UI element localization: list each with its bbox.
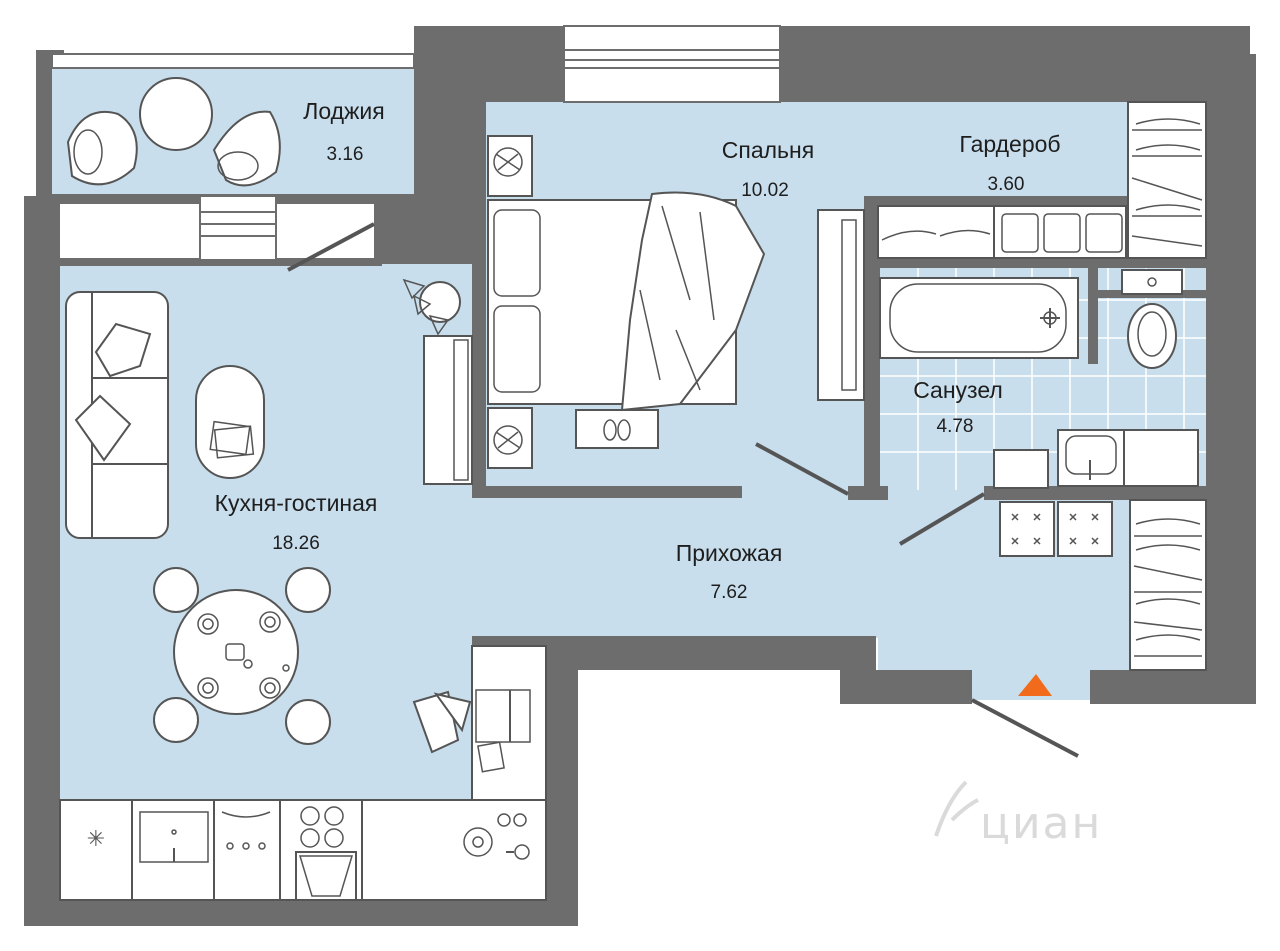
loggia-glazing <box>51 53 415 69</box>
door-entrance <box>971 698 1079 758</box>
room-area-wardrobe: 3.60 <box>988 174 1025 195</box>
nightstand-icon <box>487 407 533 469</box>
shoe-cabinet-icon <box>999 501 1113 557</box>
room-area-kitchen-living: 18.26 <box>272 533 320 554</box>
round-table-icon <box>139 77 213 151</box>
room-name-loggia: Лоджия <box>303 98 385 124</box>
tv-unit-icon <box>423 335 473 485</box>
office-chair-icon <box>412 690 472 754</box>
room-name-hallway: Прихожая <box>676 540 783 566</box>
fridge-icon: ✳ <box>87 827 105 852</box>
room-name-wardrobe: Гардероб <box>959 131 1060 157</box>
hanger-rack-icon <box>1129 499 1207 671</box>
closet-icon <box>817 209 865 401</box>
kettle-icon <box>463 813 530 860</box>
watermark-text: циан <box>980 798 1102 849</box>
loggia-furniture <box>66 77 281 187</box>
chair-icon <box>285 699 331 745</box>
entrance-arrow-icon <box>1018 674 1052 696</box>
stove-icon <box>295 806 357 901</box>
dishwasher-icon <box>221 811 271 850</box>
chair-icon <box>153 567 199 613</box>
watermark: циан <box>934 780 1102 849</box>
door-loggia <box>287 222 375 272</box>
cian-logo-icon <box>934 780 979 837</box>
sink-icon <box>139 811 209 863</box>
wardrobe-shelf <box>877 205 1127 259</box>
sofa-icon <box>65 291 169 539</box>
nightstand-icon <box>487 135 533 197</box>
chair-icon <box>153 697 199 743</box>
desk-icon <box>471 645 547 801</box>
bed-icon <box>487 191 766 412</box>
washing-machine-icon <box>993 449 1049 489</box>
toilet-icon <box>1121 269 1183 369</box>
armchair-icon <box>66 110 138 186</box>
window-loggia <box>199 195 277 261</box>
hanger-rack-icon <box>1127 101 1207 259</box>
room-area-bathroom: 4.78 <box>937 416 974 437</box>
plant-icon <box>402 278 461 336</box>
dining-table-icon <box>153 567 331 745</box>
armchair-icon <box>212 110 281 187</box>
room-area-loggia: 3.16 <box>327 144 364 165</box>
room-area-bedroom: 10.02 <box>741 180 789 201</box>
room-name-bedroom: Спальня <box>722 137 814 163</box>
coffee-table-icon <box>195 365 265 479</box>
rug-slippers-icon <box>575 409 659 449</box>
window-top <box>563 25 781 103</box>
room-labels: Лоджия 3.16 Спальня 10.02 Гардероб 3.60 … <box>215 98 1061 603</box>
door-bedroom <box>755 442 849 496</box>
walls <box>24 26 1256 926</box>
doors <box>287 222 1079 758</box>
door-bathroom <box>898 492 986 546</box>
chair-icon <box>285 567 331 613</box>
room-name-bathroom: Санузел <box>913 377 1003 403</box>
kitchen-counter: ✳ <box>59 799 547 901</box>
windows <box>51 25 781 261</box>
room-name-kitchen-living: Кухня-гостиная <box>215 490 378 516</box>
washbasin-icon <box>1057 429 1199 487</box>
bathtub-icon <box>879 277 1079 359</box>
room-area-hallway: 7.62 <box>711 582 748 603</box>
